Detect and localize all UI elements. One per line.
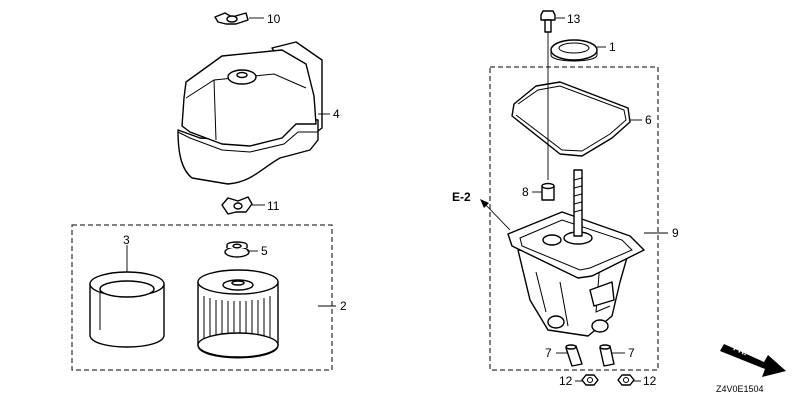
callout-5: 5 [261,244,268,258]
leader-lines [126,17,668,382]
callout-4: 4 [333,107,340,121]
air-cleaner-case-9[interactable] [507,169,645,337]
outer-filter-3[interactable] [89,271,165,348]
nut-12-right[interactable] [617,374,635,386]
callout-12-right: 12 [643,374,657,388]
callout-12-left: 12 [559,374,573,388]
callout-11: 11 [267,199,280,213]
seal-ring-1[interactable] [550,39,598,62]
filter-assembly-box [71,224,333,371]
wing-nut-11[interactable] [221,196,253,215]
callout-13: 13 [567,12,581,26]
nut-12-left[interactable] [581,374,599,386]
collar-8[interactable] [541,182,555,201]
gasket-6[interactable] [511,81,631,157]
air-filter-element-2[interactable] [197,269,279,359]
callout-6: 6 [645,113,652,127]
wing-nut-10[interactable] [214,12,249,25]
grommet-5[interactable] [224,241,250,258]
case-assembly-box [489,66,659,371]
bolt-13[interactable] [540,10,556,33]
tube-7-left[interactable] [565,344,583,367]
callout-7-left: 7 [545,346,552,360]
callout-1: 1 [609,40,616,54]
diagram-code: Z4V0E1504 [716,384,764,394]
callout-10: 10 [267,12,281,26]
tube-7-right[interactable] [599,344,615,367]
callout-8: 8 [522,185,529,199]
callout-9: 9 [672,226,679,240]
callout-7-right: 7 [628,346,635,360]
callout-3: 3 [123,233,130,247]
callout-2: 2 [340,299,347,313]
front-arrow-icon: FR. [720,342,786,377]
air-cleaner-cover-4[interactable] [177,41,323,185]
reference-label: E-2 [452,190,471,204]
